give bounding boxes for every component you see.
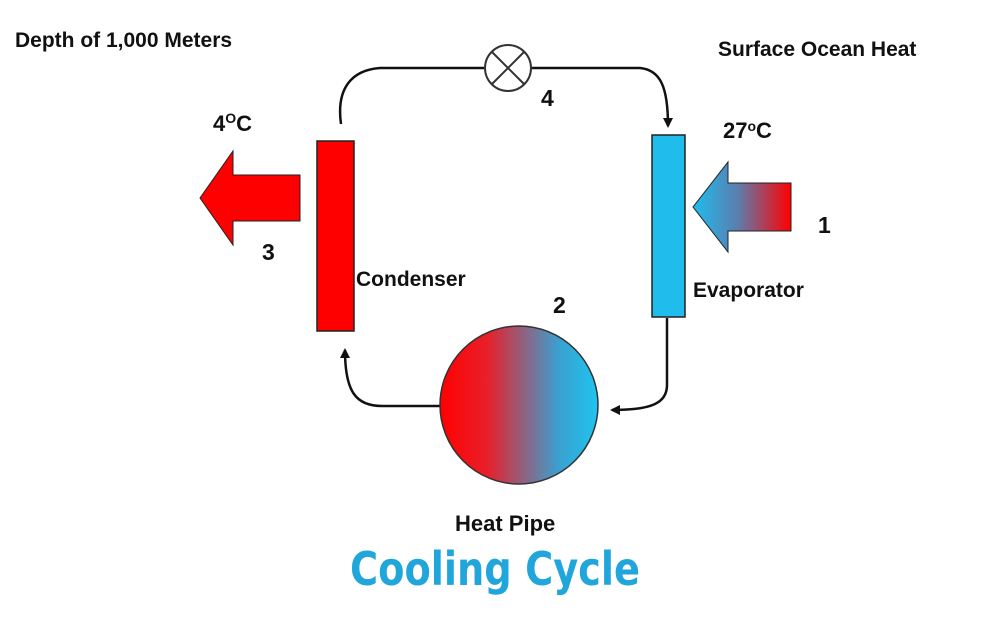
diagram-title: Cooling Cycle (350, 542, 640, 596)
cold-temperature-label: 4OC (213, 110, 252, 136)
heat-in-arrow (692, 160, 792, 254)
step-number-2: 2 (553, 292, 566, 318)
condenser-block (316, 140, 355, 332)
flow-line-heat-pipe-to-condenser (340, 348, 440, 408)
heat-pipe-label: Heat Pipe (455, 511, 555, 536)
step-number-1: 1 (818, 212, 831, 238)
depth-label: Depth of 1,000 Meters (15, 29, 232, 52)
flow-line-evaporator-to-heat-pipe (610, 318, 669, 415)
evaporator-label: Evaporator (693, 279, 804, 302)
heat-pipe-circle (439, 325, 599, 485)
surface-heat-label: Surface Ocean Heat (718, 38, 916, 61)
expansion-valve-icon (484, 44, 532, 92)
condenser-label: Condenser (356, 268, 466, 291)
warm-temperature-label: 27oC (723, 118, 772, 143)
step-number-3: 3 (262, 239, 275, 265)
flow-line-valve-to-evaporator (531, 66, 673, 128)
evaporator-block (651, 134, 686, 318)
flow-line-condenser-to-valve (338, 66, 484, 125)
heat-out-arrow (199, 149, 301, 247)
step-number-4: 4 (541, 85, 554, 111)
